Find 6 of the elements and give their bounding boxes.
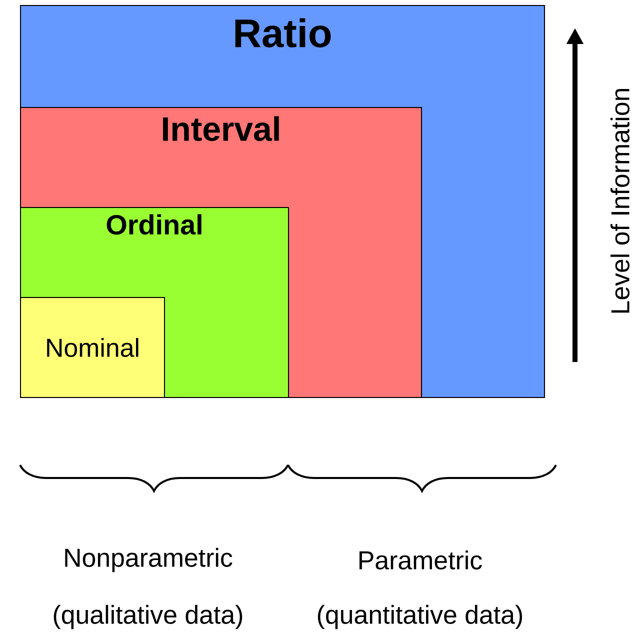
group-note: (quantitative data)	[318, 604, 522, 630]
group-label: Parametric	[360, 550, 482, 570]
group-note: (qualitative data)	[54, 604, 242, 630]
axis-label: Level of Information	[610, 88, 630, 313]
scale-box: Nominal	[20, 297, 165, 398]
group-label: Nonparametric	[65, 548, 232, 572]
